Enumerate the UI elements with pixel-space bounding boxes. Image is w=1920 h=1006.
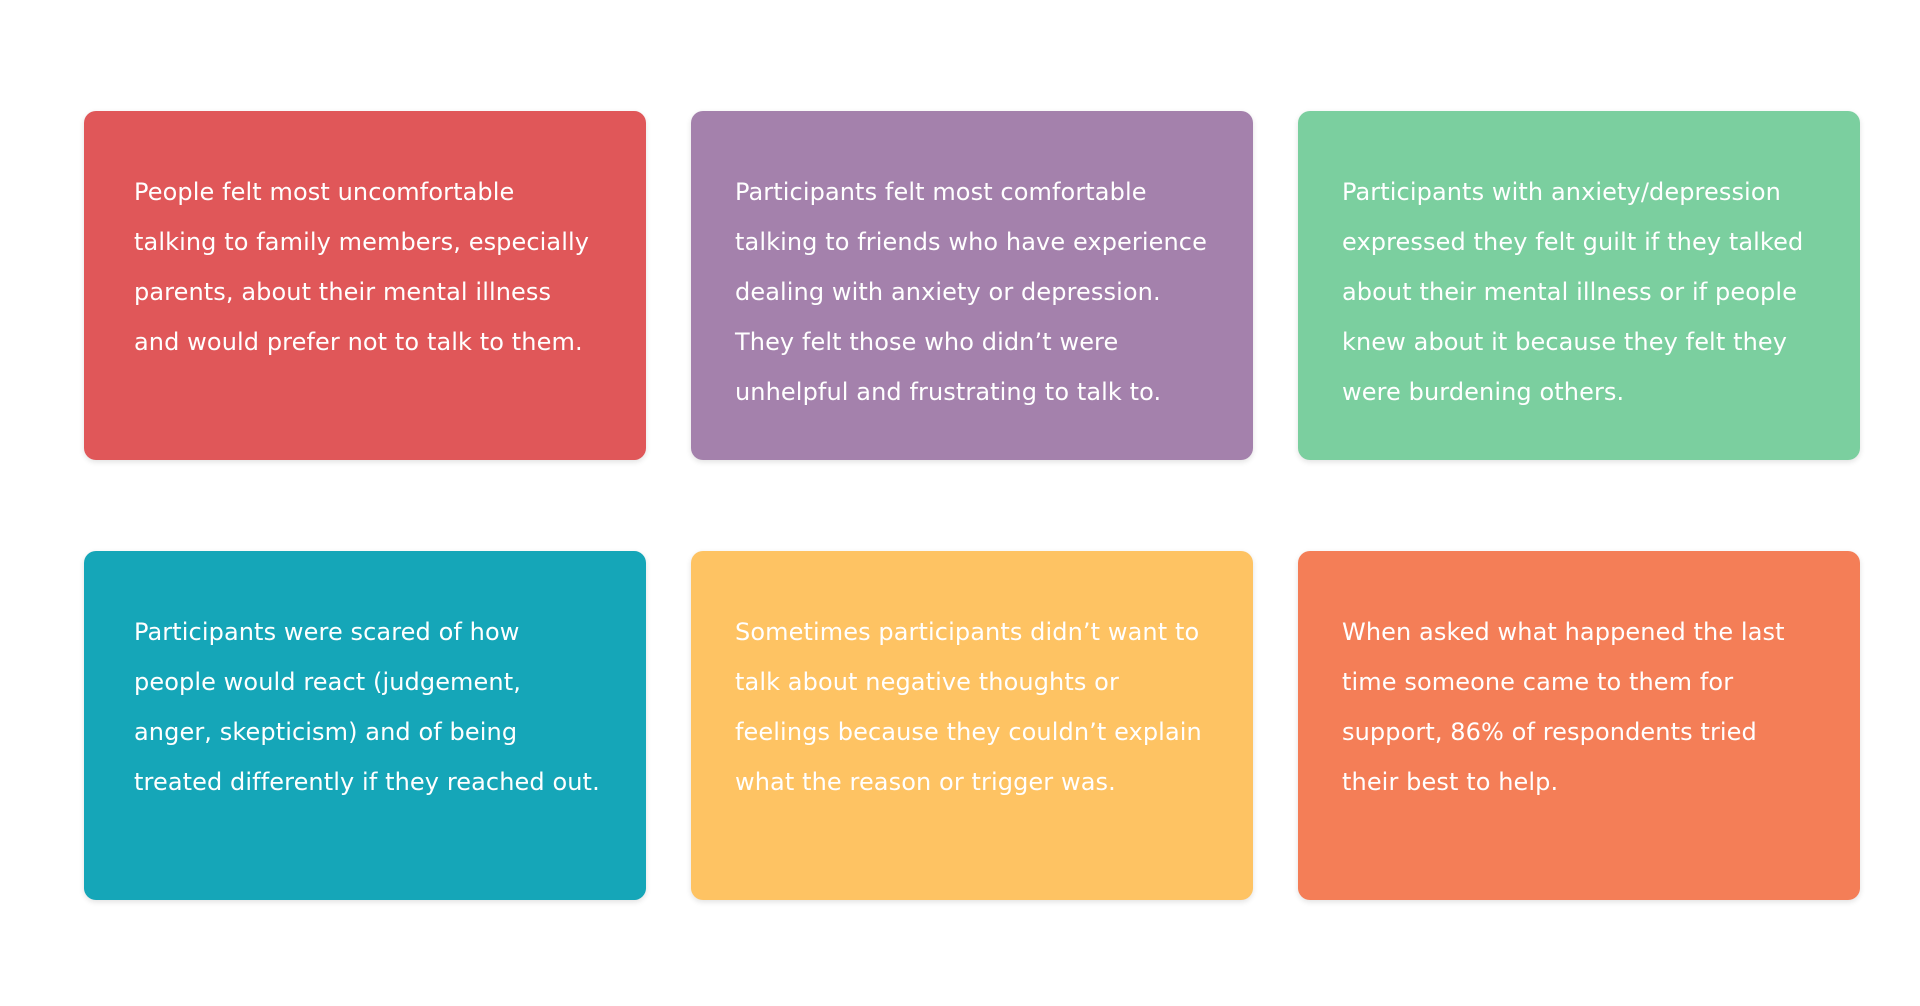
finding-text: When asked what happened the last time s… [1342, 618, 1785, 796]
finding-card-friends: Participants felt most comfortable talki… [691, 111, 1253, 460]
finding-text: Participants felt most comfortable talki… [735, 178, 1207, 406]
findings-grid: People felt most uncomfortable talking t… [84, 111, 1860, 900]
finding-card-guilt: Participants with anxiety/depression exp… [1298, 111, 1860, 460]
finding-card-explain: Sometimes participants didn’t want to ta… [691, 551, 1253, 900]
finding-text: Participants were scared of how people w… [134, 618, 600, 796]
finding-text: Participants with anxiety/depression exp… [1342, 178, 1804, 406]
finding-text: Sometimes participants didn’t want to ta… [735, 618, 1202, 796]
finding-card-support: When asked what happened the last time s… [1298, 551, 1860, 900]
finding-card-family: People felt most uncomfortable talking t… [84, 111, 646, 460]
finding-card-reaction: Participants were scared of how people w… [84, 551, 646, 900]
finding-text: People felt most uncomfortable talking t… [134, 178, 590, 356]
